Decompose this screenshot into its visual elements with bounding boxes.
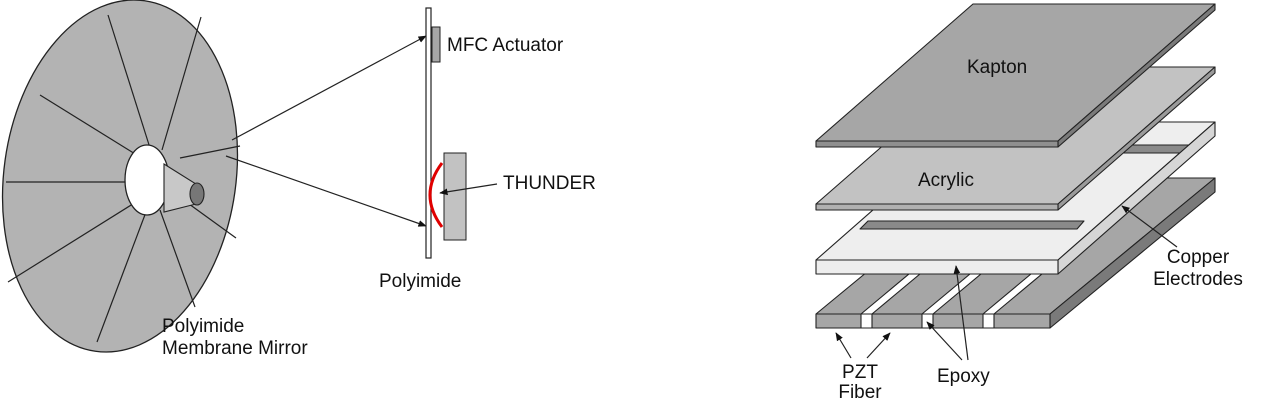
mirror-label-line2: Membrane Mirror (162, 338, 308, 359)
pzt-arrow-2 (866, 332, 891, 359)
zoom-arrow-lower (225, 155, 427, 227)
kapton-front-face (815, 140, 1059, 148)
mirror-center-hole (124, 144, 170, 216)
thunder-block (443, 152, 467, 241)
mirror-label-line1: Polyimide (162, 316, 245, 337)
epoxy-label: Epoxy (937, 366, 990, 387)
zoom-arrow-upper (231, 35, 427, 141)
kapton-label: Kapton (967, 57, 1028, 78)
mfc-actuator-label: MFC Actuator (447, 35, 564, 56)
thunder-arrow (439, 183, 498, 196)
membrane-mirror (1, 0, 241, 353)
copper-electrode-1 (859, 220, 1085, 230)
epoxy-arrow-1 (926, 321, 963, 361)
copper-arrow (1121, 205, 1178, 248)
thunder-arc (428, 162, 444, 228)
exploded-layer-stack (815, 3, 1216, 329)
mfc-actuator-block (431, 26, 441, 63)
electrode-layer-front-face (815, 259, 1059, 275)
right-leader-arrows (835, 205, 1178, 361)
polyimide-strip (425, 7, 432, 259)
kapton-layer (815, 3, 1216, 148)
pzt-label-line1: PZT (842, 362, 878, 383)
epoxy-front-1 (860, 313, 873, 329)
pzt-arrow-1 (835, 332, 852, 359)
acrylic-label: Acrylic (918, 170, 974, 191)
hub-cap (189, 182, 205, 206)
mirror-disk (1, 0, 239, 353)
acrylic-front-face (815, 203, 1059, 211)
epoxy-front-3 (982, 313, 995, 329)
polyimide-strip-detail (425, 7, 498, 259)
copper-label-line1: Copper (1166, 247, 1230, 268)
copper-label-line2: Electrodes (1153, 269, 1243, 290)
epoxy-arrow-2 (953, 265, 969, 361)
thunder-label: THUNDER (503, 173, 596, 194)
polyimide-label: Polyimide (379, 271, 462, 292)
pzt-label-line2: Fiber (838, 382, 882, 403)
